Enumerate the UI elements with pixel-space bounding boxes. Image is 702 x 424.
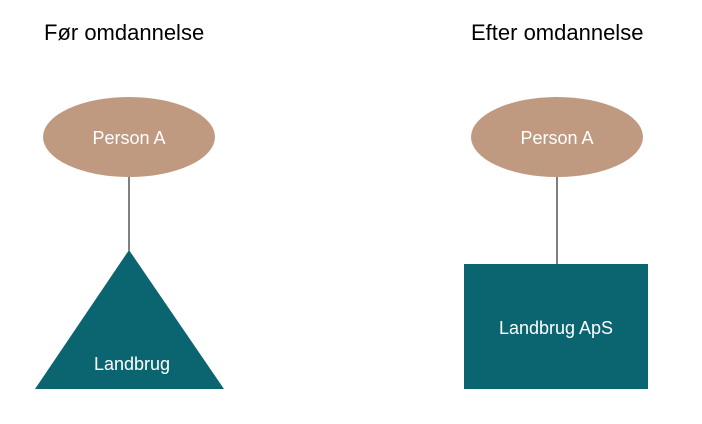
after-owner-label: Person A [520,128,593,148]
before-entity-triangle [35,250,224,389]
before-title: Før omdannelse [44,20,205,45]
before-owner-label: Person A [92,128,165,148]
before-owner-node [43,97,215,177]
after-panel: Person A Landbrug ApS [464,97,648,389]
before-panel: Person A Landbrug [35,97,224,389]
before-entity-label: Landbrug [94,354,170,374]
after-entity-label: Landbrug ApS [499,318,613,338]
after-entity-box [464,264,648,389]
after-title: Efter omdannelse [471,20,644,45]
after-owner-node [471,97,643,177]
